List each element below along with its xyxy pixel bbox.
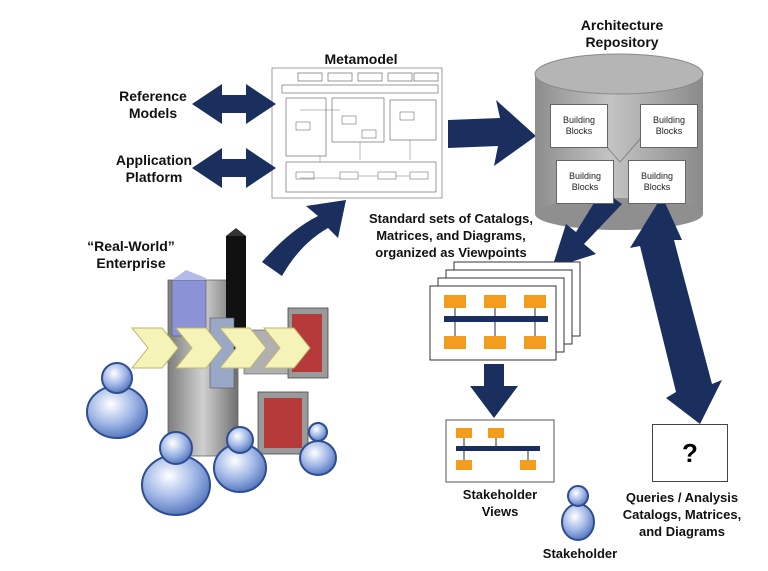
repository-queries-double-arrow [630,196,722,424]
building-block-1: Building Blocks [550,104,608,148]
query-question-box: ? [652,424,728,482]
building-block-2: Building Blocks [640,104,698,148]
application-platform-double-arrow [192,148,276,188]
building-block-3: Building Blocks [556,160,614,204]
metamodel-thumbnail [271,67,443,199]
viewpoints-to-views-arrow [470,364,518,418]
stakeholder-views-label: Stakeholder Views [462,487,538,519]
architecture-repository-label: Architecture Repository [580,17,664,50]
viewpoint-document-stack [429,261,581,361]
stakeholder-person-icon [561,485,595,541]
process-chevrons [130,327,311,369]
application-platform-label: Application Platform [115,152,193,185]
real-world-enterprise-illustration [86,228,337,516]
building-block-4: Building Blocks [628,160,686,204]
queries-label: Queries / Analysis Catalogs, Matrices, a… [622,490,742,539]
real-world-enterprise-label: “Real-World” Enterprise [87,238,175,271]
reference-models-label: Reference Models [119,88,187,121]
reference-models-double-arrow [192,84,276,124]
repository-to-viewpoints-arrow [552,190,622,268]
stakeholder-label: Stakeholder [542,546,618,561]
enterprise-to-metamodel-arrow [262,200,346,276]
stakeholder-view-document [445,419,555,483]
metamodel-to-repository-arrow [448,100,536,166]
standard-sets-label: Standard sets of Catalogs, Matrices, and… [369,211,533,260]
enterprise-people-icons [86,362,337,516]
metamodel-label: Metamodel [324,51,398,67]
